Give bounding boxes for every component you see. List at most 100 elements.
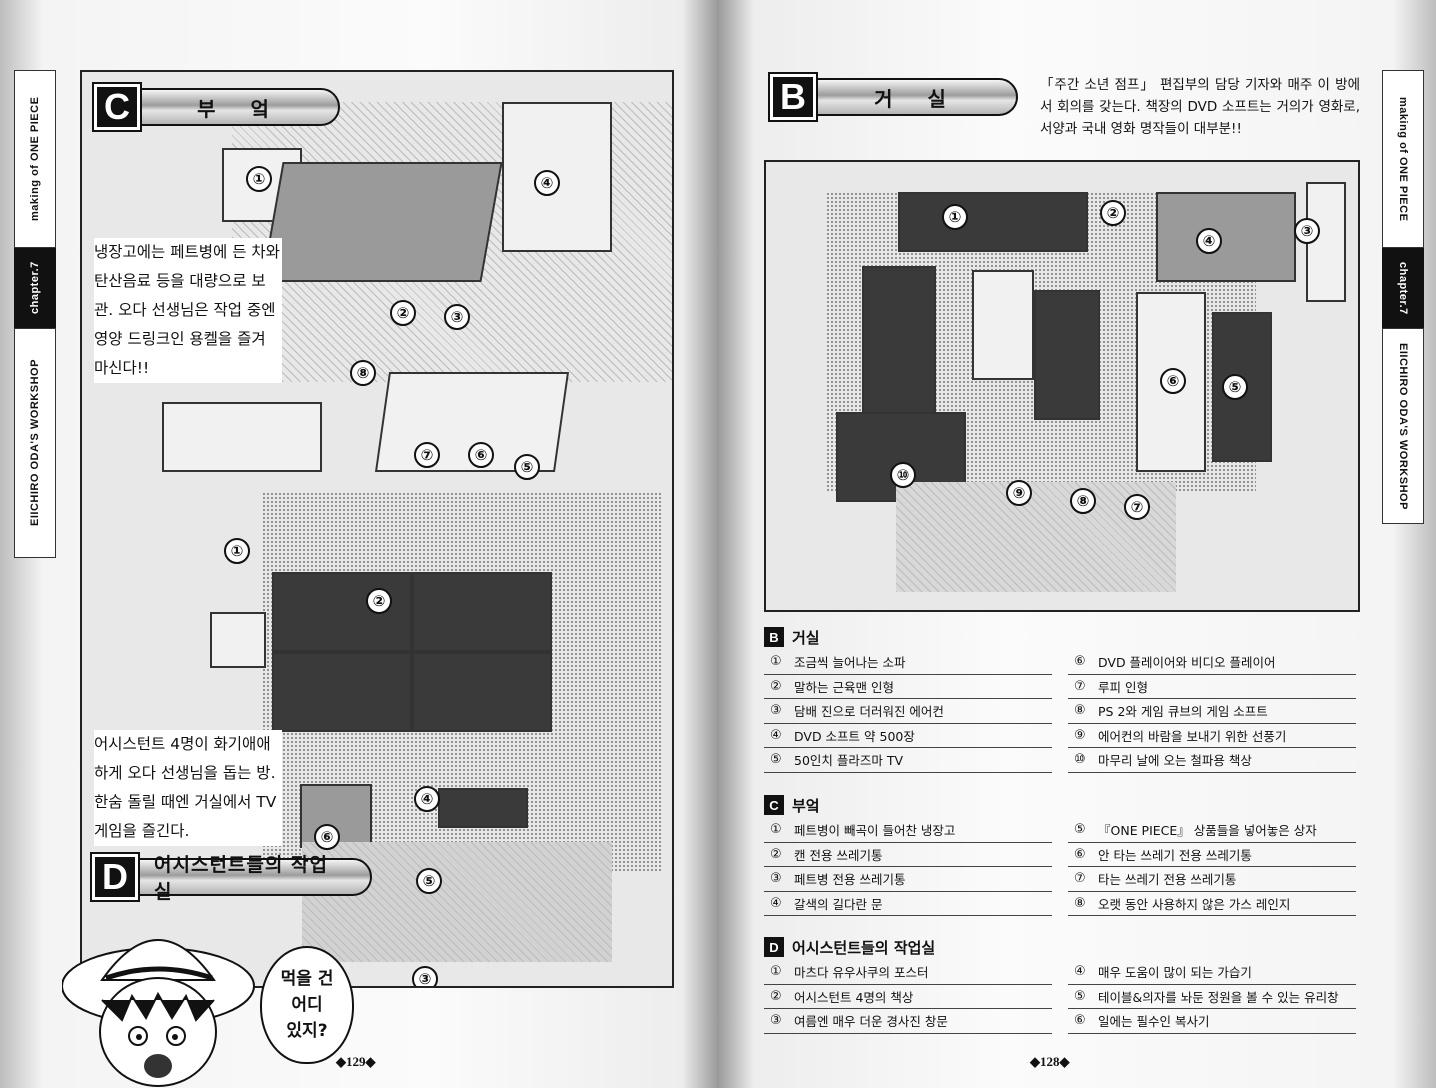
marker-d-4: ④ (414, 786, 440, 812)
kitchen-workroom-illustration: ① ② ③ ④ ⑤ ⑥ ⑦ ⑧ ① ② ③ ④ ⑤ ⑥ (80, 70, 674, 988)
legend-num: ⑦ (1074, 871, 1086, 887)
legend-num: ③ (770, 871, 782, 887)
sofa-left (862, 266, 936, 426)
legend-text: 매우 도움이 많이 되는 가습기 (1098, 965, 1252, 981)
marker-b-2: ② (1100, 200, 1126, 226)
poster (210, 612, 266, 668)
desk-4 (412, 652, 552, 732)
legend-num: ① (770, 964, 782, 980)
section-d-title: 어시스턴트들의 작업실 (132, 854, 372, 903)
legend-text: 말하는 근육맨 인형 (794, 679, 894, 695)
legend-item: ① 마츠다 유우사쿠의 포스터 (764, 960, 1052, 985)
legend-num: ⑥ (1074, 1013, 1086, 1029)
legend-text: 타는 쓰레기 전용 쓰레기통 (1098, 872, 1237, 888)
legend-text: 조금씩 늘어나는 소파 (794, 655, 906, 671)
section-c-title: 부 엌 (134, 88, 340, 126)
marker-b-5: ⑤ (1222, 374, 1248, 400)
legend-item: ⑤『ONE PIECE』 상품들을 넣어놓은 상자 (1068, 818, 1356, 843)
legend-text: 페트병 전용 쓰레기통 (794, 872, 906, 888)
speech-bubble: 먹을 건 어디 있지? (260, 946, 354, 1064)
legend-num: ⑨ (1074, 727, 1086, 743)
kitchen-caption: 냉장고에는 페트병에 든 차와 탄산음료 등을 대량으로 보관. 오다 선생님은… (94, 238, 282, 383)
legend-num: ④ (770, 727, 782, 743)
legend-item: ② 말하는 근육맨 인형 (764, 675, 1052, 699)
legend-text: 에어컨의 바람을 보내기 위한 선풍기 (1098, 728, 1287, 744)
legend-text: 마무리 날에 오는 철파용 책상 (1098, 753, 1252, 769)
brown-door (502, 102, 612, 252)
marker-b-8: ⑧ (1070, 488, 1096, 514)
legend-item: ⑦ 타는 쓰레기 전용 쓰레기통 (1068, 867, 1356, 892)
legend-item: ⑩ 마무리 날에 오는 철파용 책상 (1068, 748, 1356, 773)
bubble-line-1: 먹을 건 (280, 969, 334, 989)
legend-item: ③ 페트병 전용 쓰레기통 (764, 867, 1052, 892)
legend-text: 페트병이 빼곡이 들어찬 냉장고 (794, 823, 956, 839)
sofa-right (1034, 290, 1100, 420)
legend-b-header: B 거실 (764, 624, 1356, 650)
legend-text: 어시스턴트 4명의 책상 (794, 989, 914, 1005)
legend-d-items: ① 마츠다 유우사쿠의 포스터 ④ 매우 도움이 많이 되는 가습기 ② 어시스턴트 … (764, 960, 1356, 1034)
humidifier-mat (438, 788, 528, 828)
legend-text: 50인치 플라즈마 TV (794, 753, 904, 769)
legend-text: 마츠다 유우사쿠의 포스터 (794, 965, 929, 981)
marker-d-2: ② (366, 588, 392, 614)
legend-num: ② (770, 988, 782, 1004)
legend-num: ⑦ (1074, 678, 1086, 694)
legend-num: ② (770, 678, 782, 694)
legend-text: 캔 전용 쓰레기통 (794, 847, 883, 863)
coffee-table (972, 270, 1034, 380)
legend-text: DVD 소프트 약 500장 (794, 728, 915, 744)
legend-num: ① (770, 654, 782, 670)
legend-num: ⑩ (1074, 752, 1086, 768)
legend-b-items: ① 조금씩 늘어나는 소파 ⑥ DVD 플레이어와 비디오 플레이어 ② 말하는 근육… (764, 650, 1356, 773)
legend-d-header: D 어시스턴트들의 작업실 (764, 934, 1356, 960)
legend-text: 오랫 동안 사용하지 않은 가스 레인지 (1098, 896, 1291, 912)
side-tab-series: making of ONE PIECE (1382, 70, 1424, 248)
bubble-line-2: 어디 (291, 995, 323, 1015)
marker-c-7: ⑦ (414, 442, 440, 468)
legend-text: 여름엔 매우 더운 경사진 창문 (794, 1014, 948, 1030)
legend-text: 담배 진으로 더러워진 에어컨 (794, 704, 944, 720)
legend-b-letter: B (764, 627, 784, 647)
marker-c-3: ③ (444, 304, 470, 330)
marker-b-3: ③ (1294, 218, 1320, 244)
marker-b-4: ④ (1196, 228, 1222, 254)
marker-c-2: ② (390, 300, 416, 326)
legend-num: ① (770, 822, 782, 838)
marker-b-1: ① (942, 204, 968, 230)
section-d-letter: D (90, 852, 140, 902)
legend-num: ④ (1074, 964, 1086, 980)
legend-item: ① 페트병이 빼곡이 들어찬 냉장고 (764, 818, 1052, 843)
marker-b-9: ⑨ (1006, 480, 1032, 506)
legend-text: DVD 플레이어와 비디오 플레이어 (1098, 655, 1276, 671)
marker-d-3: ③ (412, 966, 438, 986)
legend-item: ② 어시스턴트 4명의 책상 (764, 985, 1052, 1009)
legend-num: ② (770, 846, 782, 862)
legend-d-letter: D (764, 937, 784, 957)
dvd-shelf (1156, 192, 1296, 282)
marker-c-5: ⑤ (514, 454, 540, 480)
legend-text: PS 2와 게임 큐브의 게임 소프트 (1098, 704, 1268, 720)
legend-num: ⑧ (1074, 703, 1086, 719)
legend-workroom: D 어시스턴트들의 작업실 ① 마츠다 유우사쿠의 포스터 ④ 매우 도움이 많이 … (764, 934, 1356, 1034)
side-tab-chapter: chapter.7 (1382, 248, 1424, 328)
legend-num: ⑥ (1074, 654, 1086, 670)
marker-b-10: ⑩ (890, 462, 916, 488)
marker-d-6: ⑥ (314, 824, 340, 850)
right-side-tab: making of ONE PIECE chapter.7 EIICHIRO O… (1382, 70, 1424, 524)
marker-c-8: ⑧ (350, 360, 376, 386)
side-tab-title: EIICHIRO ODA'S WORKSHOP (1382, 328, 1424, 524)
legend-c-title: 부엌 (792, 796, 820, 815)
marker-b-7: ⑦ (1124, 494, 1150, 520)
marker-c-6: ⑥ (468, 442, 494, 468)
legend-item: ⑧ PS 2와 게임 큐브의 게임 소프트 (1068, 699, 1356, 724)
section-b-letter: B (768, 72, 818, 122)
